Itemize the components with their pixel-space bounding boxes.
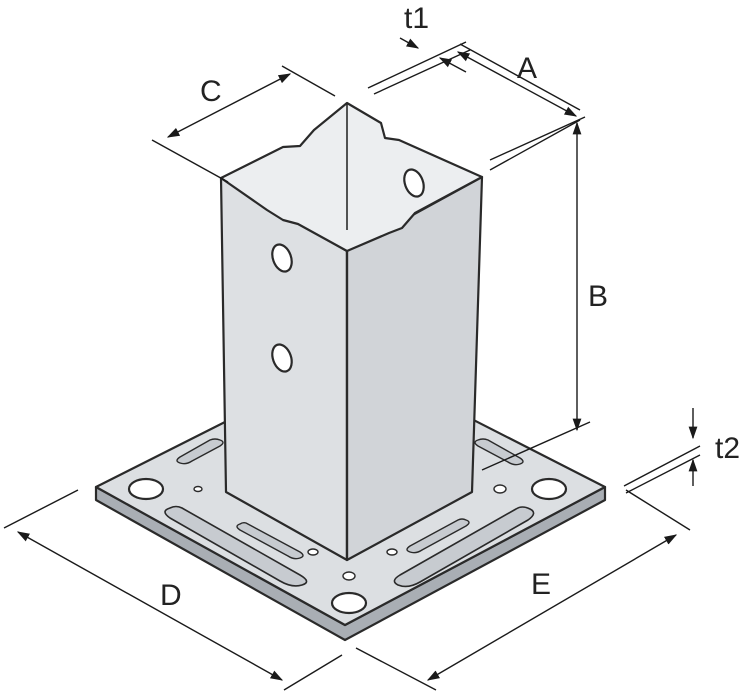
label-a: A: [517, 52, 537, 85]
small-hole: [307, 548, 319, 556]
corner-hole-left: [127, 477, 165, 501]
post-top-opening: [219, 101, 484, 253]
corner-hole-right: [530, 477, 568, 501]
post-hole-inner: [403, 168, 425, 198]
dim-t2-extension-2: [625, 454, 701, 494]
dim-c-extension-1: [151, 139, 229, 183]
label-t1: t1: [404, 2, 429, 35]
dim-d-extension-1: [3, 489, 79, 529]
dim-e-line: [426, 534, 678, 681]
dim-e-extension-2: [625, 489, 691, 531]
corner-hole-front: [330, 591, 368, 615]
small-hole: [342, 571, 356, 581]
dim-t1-arrow-2: [438, 57, 467, 73]
dim-c-extension-2: [281, 65, 336, 97]
dim-b-extension-top: [489, 116, 586, 161]
dim-c-line: [166, 73, 292, 138]
small-hole: [193, 485, 203, 493]
label-d: D: [160, 579, 182, 612]
dim-a-line: [456, 51, 578, 117]
dim-e-extension-1: [355, 647, 437, 691]
dim-t1-extension-1: [367, 41, 467, 89]
dim-a-extension-2: [489, 119, 581, 171]
label-e: E: [531, 568, 551, 601]
dim-b-extension-bottom: [481, 421, 591, 471]
dim-d-line: [16, 531, 284, 681]
slot-back-right: [474, 438, 524, 466]
dim-t1-extension-2: [373, 49, 471, 95]
dim-t1-arrow-1: [399, 37, 420, 49]
post-hole-left-lower: [271, 343, 293, 373]
slot-back-left: [176, 438, 224, 465]
dimension-labels: A t1 C B t2 D E: [160, 2, 740, 612]
small-hole: [386, 548, 398, 556]
dimensions: [3, 37, 701, 691]
label-b: B: [588, 280, 608, 313]
dim-t2-extension-1: [623, 445, 701, 487]
label-c: C: [200, 75, 222, 108]
label-t2: t2: [715, 432, 740, 465]
post-sleeve: [219, 101, 484, 562]
dim-d-extension-2: [283, 654, 343, 691]
small-hole: [493, 484, 507, 494]
post-hole-left-upper: [271, 243, 293, 273]
